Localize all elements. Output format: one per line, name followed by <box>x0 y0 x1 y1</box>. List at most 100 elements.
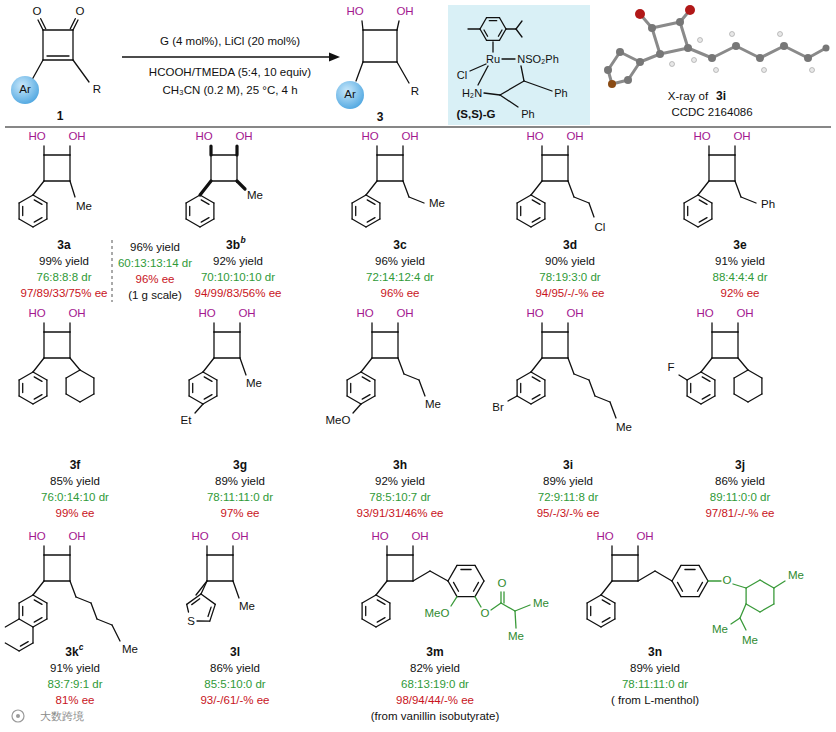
bond <box>568 358 574 374</box>
bond <box>568 181 574 197</box>
bond <box>18 603 19 619</box>
bond <box>698 195 712 203</box>
hydroxyl-label: OH <box>68 307 85 320</box>
bond <box>402 146 403 155</box>
bond <box>372 357 398 358</box>
bond <box>448 581 457 597</box>
bond <box>531 358 542 372</box>
bond <box>612 580 638 581</box>
bond <box>347 396 361 404</box>
atom-label: Me <box>616 421 632 434</box>
atom-label: Me <box>122 643 138 656</box>
bond <box>19 195 33 203</box>
atom-label: O <box>76 5 85 18</box>
bond <box>352 219 366 227</box>
condition-text: G (4 mol%), LiCl (20 mol%) <box>160 35 300 48</box>
bond <box>33 219 47 227</box>
bond <box>70 581 76 597</box>
ee-value: 96% ee <box>380 287 419 300</box>
bond <box>204 377 212 382</box>
bond <box>500 81 524 95</box>
yield-text: 92% yield <box>213 255 263 268</box>
bond <box>80 394 94 402</box>
bond <box>69 332 70 358</box>
hydroxyl-label: HO <box>596 530 613 543</box>
bond <box>239 332 240 358</box>
bond <box>363 61 397 62</box>
dr-value: 68:13:19:0 dr <box>401 678 469 691</box>
bond <box>397 62 409 83</box>
bond <box>774 581 785 588</box>
bond <box>353 404 361 413</box>
hydroxyl-label: HO <box>346 5 363 18</box>
ee-value: 97% ee <box>220 507 259 520</box>
bond <box>43 146 44 155</box>
reaction-arrow <box>122 56 331 57</box>
bond <box>235 146 238 155</box>
compound-number: 3m <box>426 646 443 660</box>
hydroxyl-label: OH <box>231 530 248 543</box>
hydroxyl-label: OH <box>636 530 653 543</box>
bond <box>711 203 712 219</box>
atom-label: Me <box>429 197 445 210</box>
bond <box>203 396 217 404</box>
bond <box>698 219 712 227</box>
bond <box>46 380 47 396</box>
atom-label: S <box>187 615 195 628</box>
bond <box>366 219 380 227</box>
atom-label: F <box>667 361 674 374</box>
bond <box>361 396 375 404</box>
dr-value: 78:5:10:7 dr <box>369 491 430 504</box>
bond <box>19 372 33 380</box>
bond <box>734 394 748 402</box>
bond <box>681 565 699 566</box>
bond <box>690 384 691 393</box>
bond <box>44 331 70 332</box>
bond <box>500 95 518 107</box>
bond <box>192 384 193 393</box>
bond <box>361 358 372 372</box>
bond <box>362 30 363 62</box>
bond <box>484 93 500 95</box>
hydroxyl-label: HO <box>526 307 543 320</box>
yield-text: ( from L-menthol) <box>611 694 699 707</box>
bond <box>698 582 703 591</box>
bond <box>362 619 376 627</box>
bond <box>187 594 201 604</box>
dr-value: 88:4:4:4 dr <box>713 271 768 284</box>
bond <box>413 571 430 581</box>
bond <box>448 565 457 581</box>
bond <box>500 18 507 29</box>
atom-label: Ph <box>521 108 534 121</box>
bond <box>44 180 70 181</box>
bond <box>396 30 397 62</box>
bond <box>451 597 457 606</box>
hydroxyl-label: HO <box>526 130 543 143</box>
bond <box>70 19 75 29</box>
bond <box>532 218 540 223</box>
atom-label: R <box>93 83 101 96</box>
atom-label: Me <box>425 398 441 411</box>
bond <box>412 555 413 581</box>
yield-text: 89% yield <box>215 475 265 488</box>
bond <box>206 546 207 555</box>
yield-text: 91% yield <box>715 255 765 268</box>
dr-value: 89:11:0:0 dr <box>710 491 771 504</box>
bond <box>687 372 701 380</box>
bond <box>701 358 712 372</box>
bond <box>374 380 375 396</box>
hydroxyl-label: OH <box>68 530 85 543</box>
bond <box>531 181 542 195</box>
ee-value: 98/94/44/-% ee <box>396 694 474 707</box>
atom-label: Ph <box>761 198 775 211</box>
bond <box>377 154 403 155</box>
bond <box>356 62 363 81</box>
yield-text: (from vanillin isobutyrate) <box>371 710 499 723</box>
bond <box>740 604 746 618</box>
bond <box>524 81 552 91</box>
bond <box>672 565 681 581</box>
ee-value: 99% ee <box>55 507 94 520</box>
dashed-separator <box>112 240 113 302</box>
bond <box>655 571 672 581</box>
